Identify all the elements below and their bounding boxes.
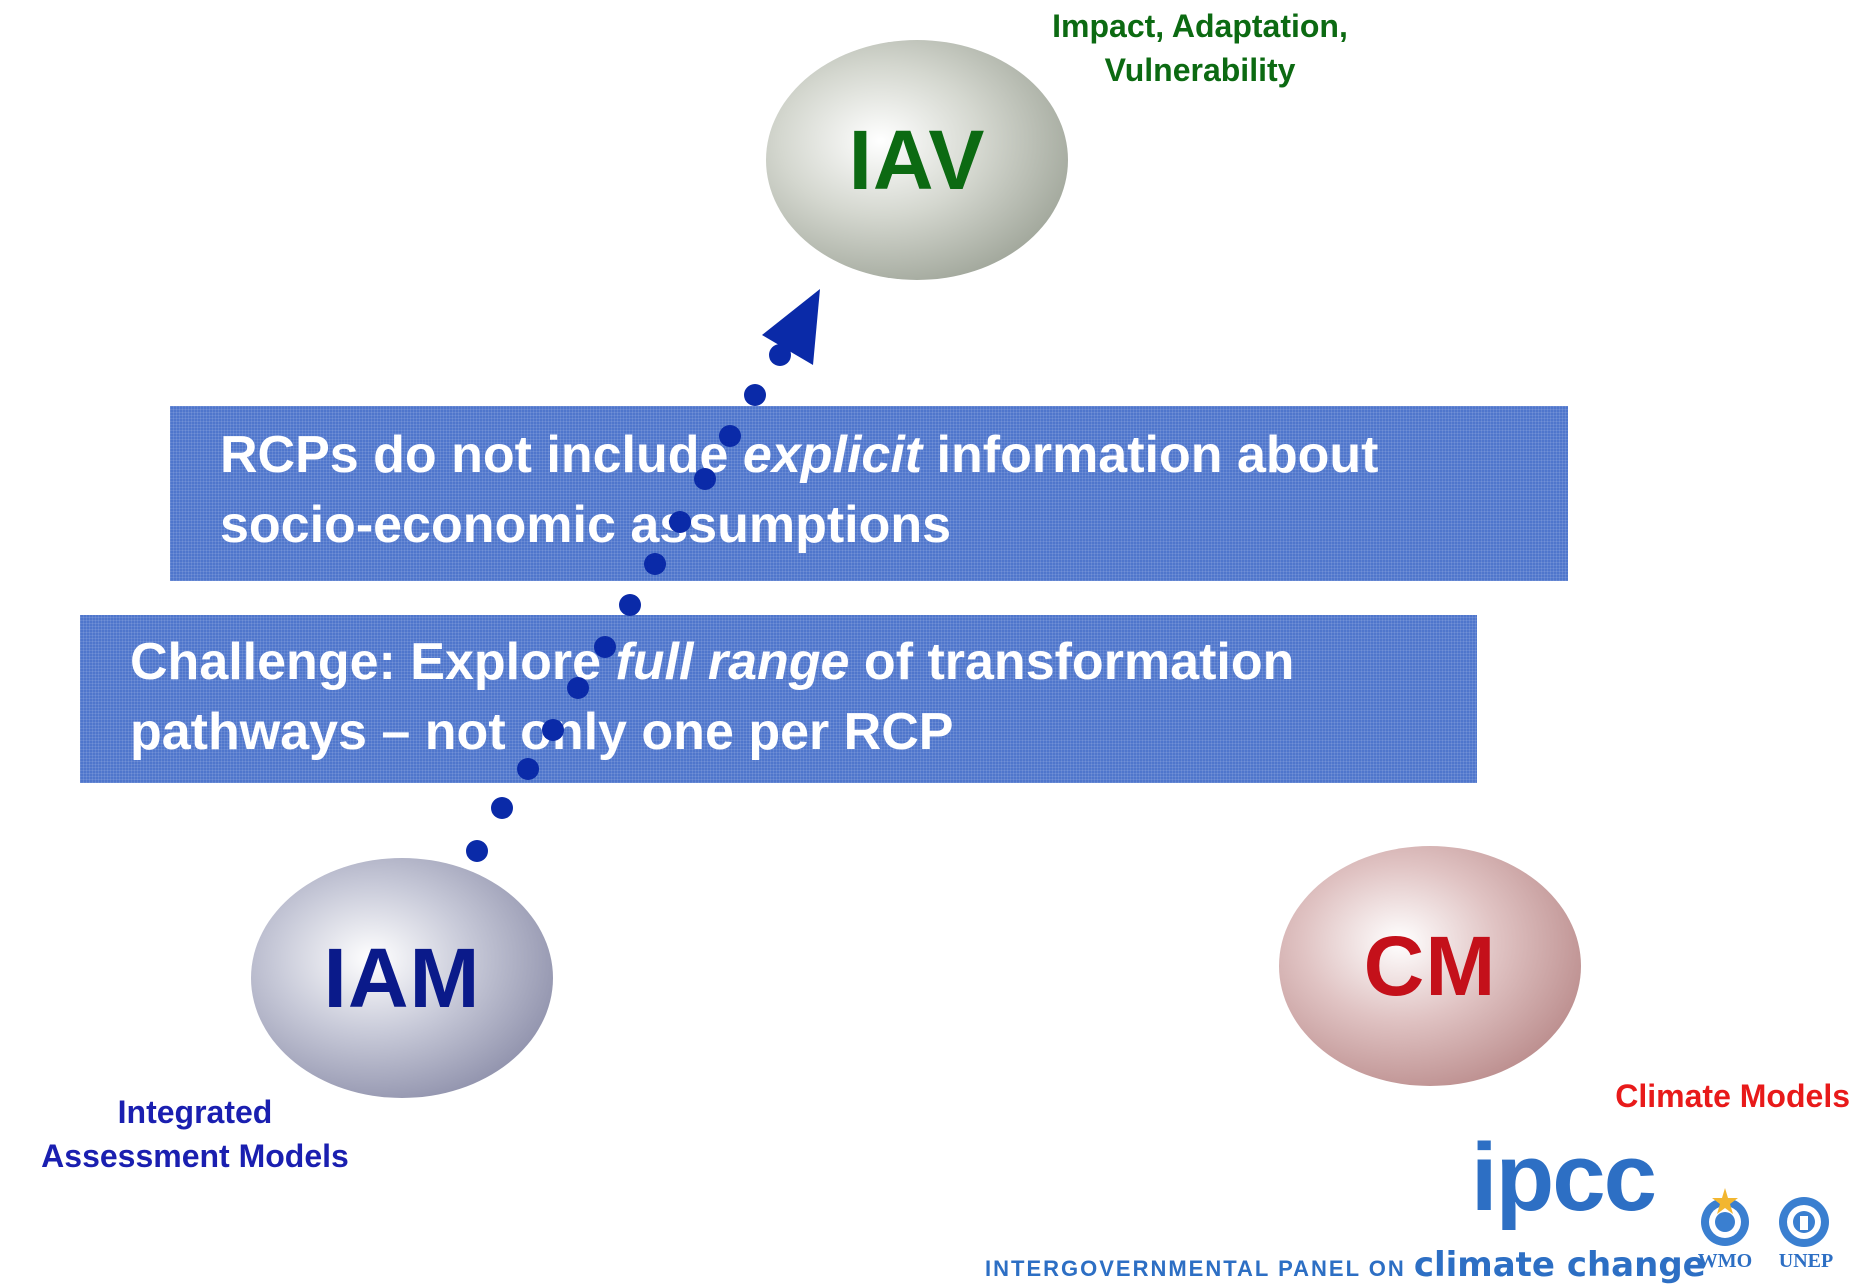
challenge-line2: pathways – not only one per RCP: [130, 703, 954, 761]
cm-abbrev: CM: [1363, 918, 1497, 1013]
rcp-note-suffix: information about: [922, 426, 1379, 484]
cm-label: Climate Models: [1615, 1078, 1850, 1114]
rcp-note-line1: RCPs do not include explicit information…: [220, 420, 1568, 490]
iav-abbrev: IAV: [848, 112, 986, 207]
iam-label-line1: Integrated: [117, 1094, 273, 1130]
arrow-dot: [644, 553, 666, 575]
arrow-dot: [694, 468, 716, 490]
wmo-emblem-icon: [1701, 1188, 1749, 1246]
rcp-note-prefix: RCPs do not include: [220, 426, 743, 484]
iam-abbrev: IAM: [323, 930, 481, 1025]
challenge-suffix: of transformation: [849, 633, 1295, 691]
iav-node: IAV: [766, 40, 1068, 280]
wmo-label: WMO: [1697, 1250, 1753, 1272]
rcp-note-line2: socio-economic assumptions: [220, 496, 952, 554]
iam-label: Integrated Assessment Models: [0, 1090, 390, 1178]
arrow-dot: [542, 719, 564, 741]
iam-node: IAM: [251, 858, 553, 1098]
ipcc-tagline-small: INTERGOVERNMENTAL PANEL ON: [985, 1256, 1414, 1281]
arrow-dot: [466, 840, 488, 862]
challenge-line1: Challenge: Explore full range of transfo…: [130, 627, 1477, 697]
arrow-dot: [669, 511, 691, 533]
unep-emblem-icon: [1779, 1197, 1829, 1247]
cm-node: CM: [1279, 846, 1581, 1086]
iav-label: Impact, Adaptation, Vulnerability: [1010, 4, 1390, 92]
iav-label-line1: Impact, Adaptation,: [1052, 8, 1348, 44]
arrow-dot: [594, 636, 616, 658]
rcp-note-box: RCPs do not include explicit information…: [170, 406, 1568, 581]
challenge-prefix: Challenge: Explore: [130, 633, 616, 691]
arrow-dot: [491, 797, 513, 819]
unep-label: UNEP: [1778, 1250, 1834, 1272]
arrow-dot: [567, 677, 589, 699]
arrow-dot: [719, 425, 741, 447]
arrow-dots: [466, 344, 791, 862]
ipcc-logo-word: ipcc: [1470, 1124, 1657, 1231]
arrow-dot: [744, 384, 766, 406]
arrow-dot: [769, 344, 791, 366]
arrow-dot: [619, 594, 641, 616]
iav-label-line2: Vulnerability: [1104, 52, 1296, 88]
challenge-box: Challenge: Explore full range of transfo…: [80, 615, 1477, 783]
arrow-dot: [517, 758, 539, 780]
ipcc-tagline: INTERGOVERNMENTAL PANEL ON climate chang…: [985, 1245, 1706, 1285]
rcp-note-emphasis: explicit: [742, 426, 923, 484]
arrow-head: [762, 289, 820, 365]
challenge-emphasis: full range: [615, 633, 850, 691]
ipcc-tagline-big: climate change: [1413, 1245, 1706, 1285]
iam-label-line2: Assessment Models: [41, 1138, 349, 1174]
